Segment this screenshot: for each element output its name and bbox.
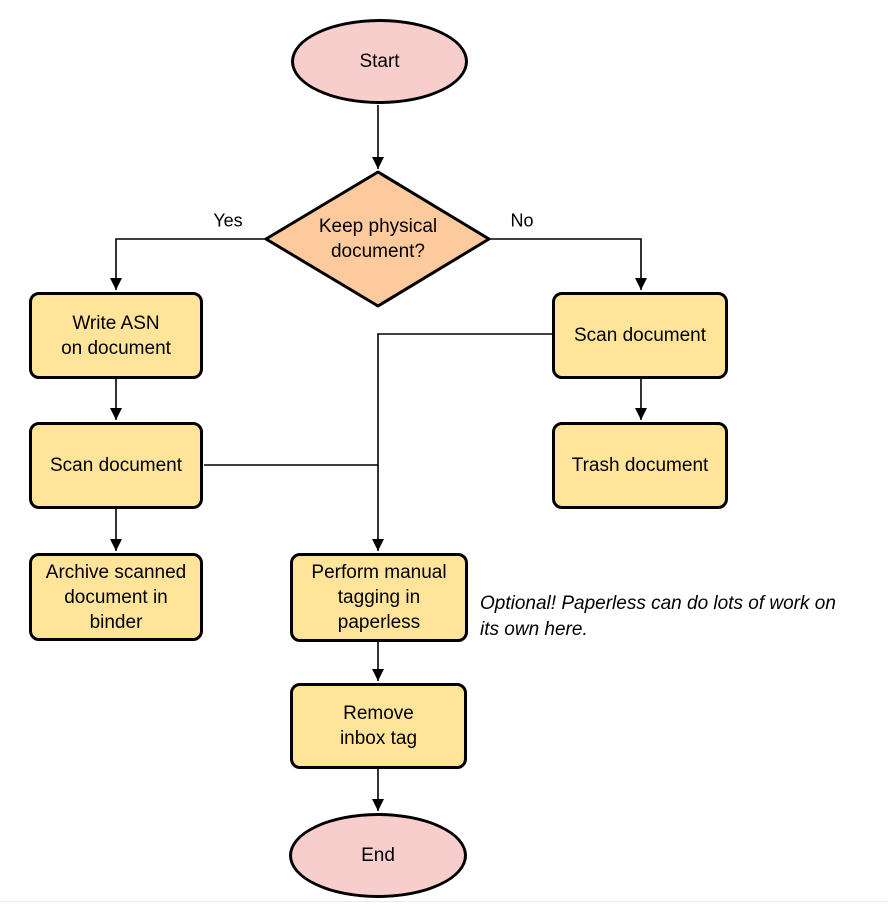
node-archive-binder-label: Archive scanned document in binder [45,561,187,633]
edge-decision-yes-to-write-asn [110,238,266,290]
bottom-divider [0,901,888,902]
node-end-label: End [361,845,395,866]
edge-decision-no-to-scan-right [489,238,647,290]
node-manual-tagging-label: Perform manual tagging in paperless [311,562,447,633]
node-write-asn: Write ASN on document [29,292,203,379]
node-scan-document-right: Scan document [552,292,728,379]
node-remove-inbox-tag-label: Remove inbox tag [339,703,418,749]
node-decision-label: Keep physical document? [318,216,438,262]
node-archive-binder: Archive scanned document in binder [29,553,203,641]
node-start: Start [291,19,468,104]
annotation-optional-note: Optional! Paperless can do lots of work … [480,593,836,640]
edge-label-no: No [508,210,536,232]
node-remove-inbox-tag: Remove inbox tag [290,683,467,769]
node-trash-document-label: Trash document [571,455,709,476]
node-scan-document-left-label: Scan document [49,455,183,476]
node-write-asn-label: Write ASN on document [61,312,171,359]
node-start-label: Start [359,51,400,72]
node-end: End [289,813,467,898]
node-decision: Keep physical document? [283,189,473,289]
node-trash-document: Trash document [552,422,728,509]
edge-label-yes: Yes [211,210,245,232]
edge-scan-right-to-tagging [372,333,552,551]
node-scan-document-right-label: Scan document [573,325,707,346]
node-scan-document-left: Scan document [29,422,203,509]
node-manual-tagging: Perform manual tagging in paperless [290,553,468,642]
